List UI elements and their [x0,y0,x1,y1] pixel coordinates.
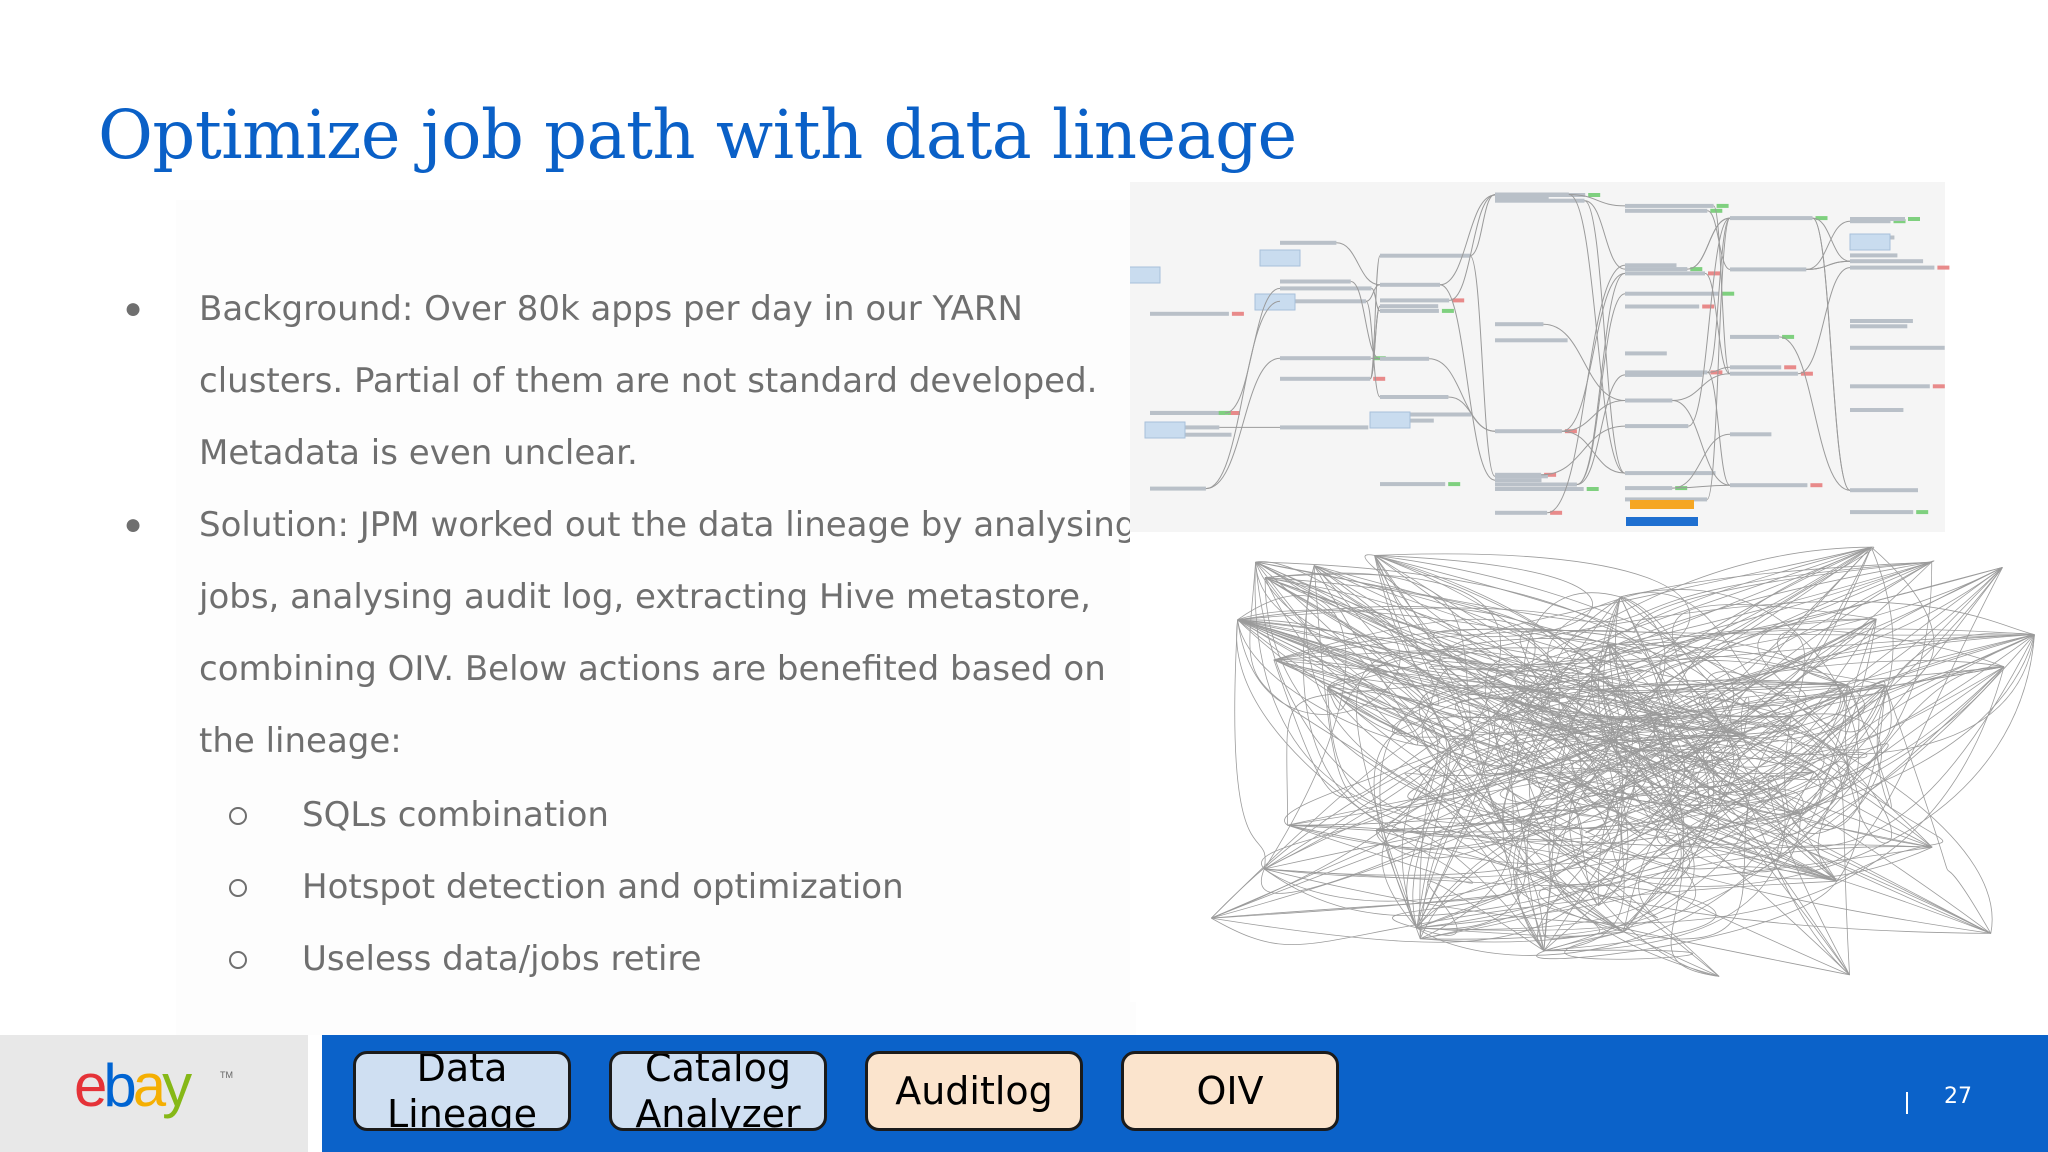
ebay-logo: ebay TM [74,1052,233,1119]
bullet-list: ● Background: Over 80k apps per day in o… [124,289,1136,979]
pill-catalog-analyzer: Catalog Analyzer [609,1051,827,1131]
bullet-marker: ● [124,292,143,325]
bullet-text-line: Metadata is even unclear. [199,433,638,473]
bullet-text-line: combining OIV. Below actions are benefit… [199,649,1106,689]
sub-bullet-marker [229,879,247,897]
pill-label: Auditlog [895,1069,1053,1113]
page-separator [1906,1092,1908,1114]
sub-bullet-text: SQLs combination [302,795,609,835]
pill-label: Data [416,1051,508,1090]
lineage-graph-image [1130,182,2048,1002]
bullet-text-line: Background: Over 80k apps per day in our… [199,289,1023,329]
slide-title: Optimize job path with data lineage [98,96,1297,174]
svg-text:TM: TM [220,1070,233,1080]
sub-bullet-text: Hotspot detection and optimization [302,867,904,907]
pill-label: Analyzer [635,1092,801,1131]
pill-data-lineage: Data Lineage [353,1051,571,1131]
sub-bullet-marker [229,951,247,969]
pill-auditlog: Auditlog [865,1051,1083,1131]
pill-label: Catalog [645,1051,791,1090]
content-panel [176,200,1136,1035]
footer-logo-area [0,1035,308,1152]
sub-bullet-marker [229,807,247,825]
pill-label: OIV [1196,1069,1264,1113]
footer-divider [308,1035,322,1152]
bullet-text-line: clusters. Partial of them are not standa… [199,361,1098,401]
svg-text:ebay: ebay [74,1052,192,1119]
bullet-text-line: the lineage: [199,721,402,761]
pill-oiv: OIV [1121,1051,1339,1131]
sub-bullet-text: Useless data/jobs retire [302,939,702,979]
pill-label: Lineage [387,1092,537,1131]
bullet-marker: ● [124,508,143,541]
page-number: 27 [1944,1084,1972,1109]
bullet-text-line: Solution: JPM worked out the data lineag… [199,505,1137,545]
bullet-text-line: jobs, analysing audit log, extracting Hi… [199,577,1091,617]
